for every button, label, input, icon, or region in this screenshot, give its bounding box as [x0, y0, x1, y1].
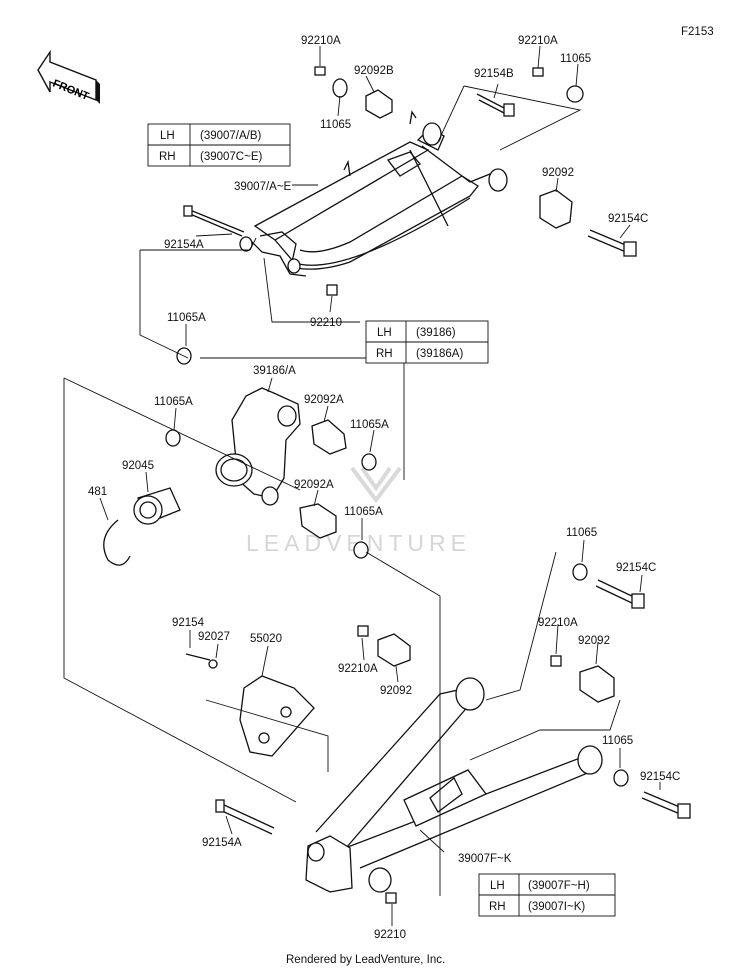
table-middle-lh: LH: [377, 327, 392, 339]
callout-11065A: 11065A: [154, 396, 193, 408]
washer-92027: [208, 659, 218, 669]
bolt-92154c-upper: [587, 229, 629, 253]
bolt-92154: [185, 653, 211, 661]
callout-92092: 92092: [380, 685, 412, 697]
table-middle-rh-part: (39186A): [416, 348, 463, 360]
bushing-92092a-1: [311, 419, 347, 455]
bolt-92154c-lower-1: [595, 579, 637, 605]
table-lower-rh: RH: [489, 901, 506, 913]
table-middle-rh: RH: [376, 348, 393, 360]
callout-55020: 55020: [250, 633, 282, 645]
washer-11065-lower-1: [572, 563, 588, 581]
nut-92210-lower: [385, 892, 397, 904]
callout-11065: 11065: [602, 735, 633, 747]
callout-92154A: 92154A: [202, 837, 242, 849]
callout-39007AE: 39007/A~E: [234, 181, 292, 193]
callout-92210A: 92210A: [538, 617, 578, 629]
knuckle-assembly: [103, 347, 377, 566]
table-lower-lh-part: (39007F~H): [528, 880, 590, 892]
callout-92210: 92210: [310, 317, 342, 329]
table-middle: LH (39186) RH (39186A): [365, 320, 489, 364]
nut-92210a-top-right: [532, 67, 544, 77]
nut-92210a-top-left: [314, 66, 326, 76]
bolt-head-92154b: [503, 103, 515, 117]
table-lower: LH (39007F~H) RH (39007I~K): [478, 873, 616, 917]
table-upper: LH (39007/A/B) RH (39007C~E): [147, 123, 291, 167]
guard-55020: [185, 653, 315, 757]
bushing-92092-lower-1: [377, 633, 411, 667]
callout-92027: 92027: [198, 631, 230, 643]
callout-92154C: 92154C: [616, 562, 656, 574]
bolt-92154b: [476, 93, 509, 115]
bushing-92092-upper: [539, 189, 573, 229]
callout-11065A: 11065A: [344, 506, 383, 518]
callout-92045: 92045: [122, 460, 154, 472]
callout-11065: 11065: [560, 53, 591, 65]
callout-92092A: 92092A: [294, 479, 334, 491]
nut-92210a-lower-1: [357, 625, 369, 637]
bolt-92154a-lower: [219, 803, 275, 835]
table-upper-lh-part: (39007/A/B): [200, 130, 262, 142]
table-upper-rh-part: (39007C~E): [200, 151, 262, 163]
callout-92210: 92210: [374, 929, 406, 941]
callout-92154C: 92154C: [608, 213, 648, 225]
callout-39007FK: 39007F~K: [458, 853, 512, 865]
callout-92092B: 92092B: [354, 65, 394, 77]
bushing-92092a-2: [299, 503, 337, 539]
table-middle-lh-part: (39186): [416, 327, 456, 339]
washer-11065-lower-2: [613, 769, 629, 787]
callout-11065: 11065: [566, 527, 597, 539]
callout-11065A: 11065A: [350, 419, 389, 431]
washer-11065-top-right: [566, 85, 584, 103]
lower-a-arm: [305, 677, 603, 893]
callout-11065A: 11065A: [167, 312, 206, 324]
callout-labels: 92210A 92092B 11065 92210A 11065 92154B …: [88, 35, 680, 941]
washer-11065a-3: [361, 453, 377, 471]
callout-92154C: 92154C: [640, 771, 680, 783]
bushing-92092-lower-2: [579, 665, 615, 703]
bushing-92092b: [365, 89, 393, 119]
leader-lines: [63, 45, 661, 926]
lower-hardware: [215, 563, 691, 904]
circlip-481: [103, 519, 131, 566]
table-lower-lh: LH: [490, 880, 505, 892]
callout-481: 481: [88, 486, 107, 498]
bolt-92154c-lower-2: [641, 791, 683, 815]
callout-92154A: 92154A: [164, 239, 204, 251]
callout-11065: 11065: [320, 119, 351, 131]
callout-92092: 92092: [578, 635, 610, 647]
table-upper-lh: LH: [160, 130, 175, 142]
footer-credit: Rendered by LeadVenture, Inc.: [286, 954, 445, 966]
front-arrow-icon: FRONT: [37, 49, 100, 104]
diagram-code: F2153: [681, 26, 714, 38]
callout-92154: 92154: [172, 617, 205, 629]
callout-92210A: 92210A: [338, 663, 378, 675]
washer-11065-top-left: [332, 78, 348, 98]
washer-11065a-4: [353, 541, 369, 559]
nut-92210-upper: [326, 284, 338, 296]
callout-92154B: 92154B: [474, 68, 514, 80]
table-lower-rh-part: (39007I~K): [528, 901, 585, 913]
callout-39186A: 39186/A: [253, 365, 296, 377]
callout-92210A: 92210A: [301, 35, 341, 47]
callout-92092A: 92092A: [304, 394, 344, 406]
bolt-92154a-upper: [189, 209, 245, 237]
callout-92092: 92092: [542, 167, 574, 179]
callout-92210A: 92210A: [518, 35, 558, 47]
upper-a-arm: [239, 110, 508, 277]
table-upper-rh: RH: [159, 151, 176, 163]
nut-92210a-lower-2: [550, 655, 562, 667]
